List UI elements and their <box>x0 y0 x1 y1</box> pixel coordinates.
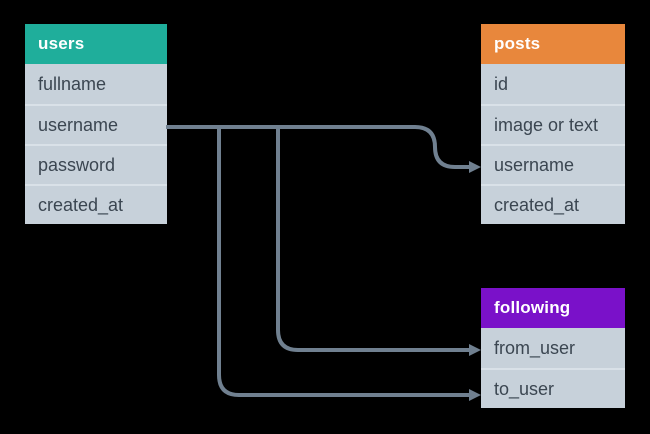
arrowhead-icon <box>469 344 481 356</box>
arrowhead-icon <box>469 389 481 401</box>
table-following[interactable]: following from_user to_user <box>481 288 625 408</box>
row-users-fullname[interactable]: fullname <box>25 64 167 104</box>
row-posts-image-or-text[interactable]: image or text <box>481 104 625 144</box>
connector-line <box>166 125 470 169</box>
connector-line <box>217 127 470 397</box>
connector-line <box>276 127 470 352</box>
row-posts-created-at[interactable]: created_at <box>481 184 625 224</box>
table-header-following[interactable]: following <box>481 288 625 328</box>
table-posts[interactable]: posts id image or text username created_… <box>481 24 625 224</box>
table-users[interactable]: users fullname username password created… <box>25 24 167 224</box>
row-following-to-user[interactable]: to_user <box>481 368 625 408</box>
row-posts-username[interactable]: username <box>481 144 625 184</box>
row-users-created-at[interactable]: created_at <box>25 184 167 224</box>
table-header-posts[interactable]: posts <box>481 24 625 64</box>
row-posts-id[interactable]: id <box>481 64 625 104</box>
row-following-from-user[interactable]: from_user <box>481 328 625 368</box>
row-users-username[interactable]: username <box>25 104 167 144</box>
table-header-users[interactable]: users <box>25 24 167 64</box>
connector-users-username-to-following-from-user[interactable] <box>276 127 481 356</box>
connector-users-username-to-posts-username[interactable] <box>166 125 481 173</box>
arrowhead-icon <box>469 161 481 173</box>
connector-users-username-to-following-to-user[interactable] <box>217 127 481 401</box>
row-users-password[interactable]: password <box>25 144 167 184</box>
